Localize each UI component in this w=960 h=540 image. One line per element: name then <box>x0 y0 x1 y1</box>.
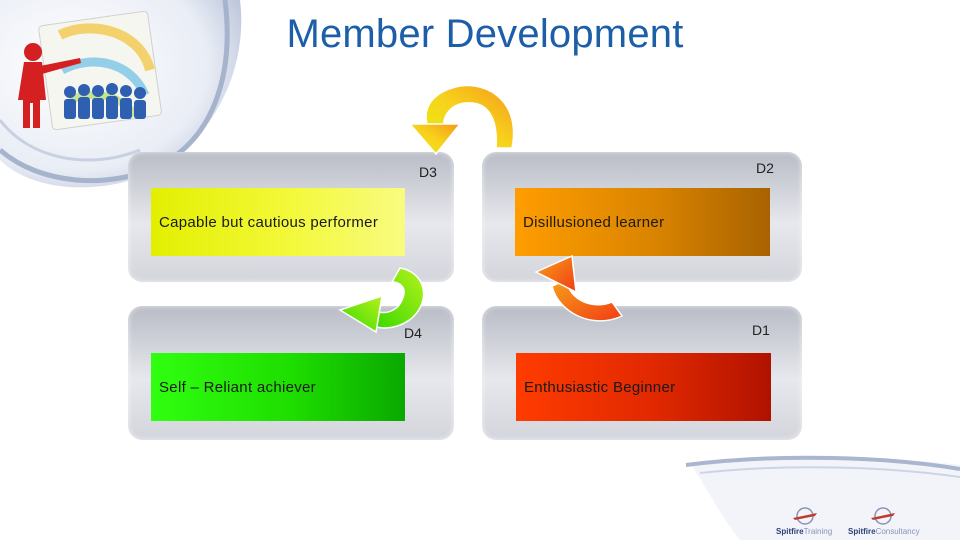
quadrant-d2-text: Disillusioned learner <box>523 213 665 231</box>
quadrant-d3-text: Capable but cautious performer <box>159 213 379 231</box>
brand-spitfire-training: SpitfireTraining <box>776 527 832 536</box>
cycle-arrow-icon <box>338 267 425 334</box>
stage-label-d4: D4 <box>404 325 422 341</box>
page-title: Member Development <box>286 12 684 56</box>
stage-label-d3: D3 <box>419 164 437 180</box>
spitfire-logo-icon <box>793 507 817 525</box>
cycle-arrow-icon <box>408 84 515 156</box>
quadrant-d1-text: Enthusiastic Beginner <box>524 378 676 396</box>
brand-spitfire-consultancy: SpitfireConsultancy <box>848 527 920 536</box>
quadrant-d3-box: Capable but cautious performer <box>151 188 405 256</box>
stage-label-d1: D1 <box>752 322 770 338</box>
stage-label-d2: D2 <box>756 160 774 176</box>
spitfire-logo-icon <box>871 507 895 525</box>
brand-right-sub: Consultancy <box>875 527 920 536</box>
quadrant-d1-box: Enthusiastic Beginner <box>516 353 771 421</box>
quadrant-d4-box: Self – Reliant achiever <box>151 353 405 421</box>
brand-right-name: Spitfire <box>848 527 876 536</box>
brand-left-sub: Training <box>803 527 833 536</box>
cycle-arrow-icon <box>534 254 624 322</box>
brand-left-name: Spitfire <box>776 527 804 536</box>
quadrant-d4-text: Self – Reliant achiever <box>159 378 316 396</box>
team-leader-illustration-icon <box>0 0 250 200</box>
quadrant-d2-box: Disillusioned learner <box>515 188 770 256</box>
decorative-swoosh <box>685 455 960 540</box>
